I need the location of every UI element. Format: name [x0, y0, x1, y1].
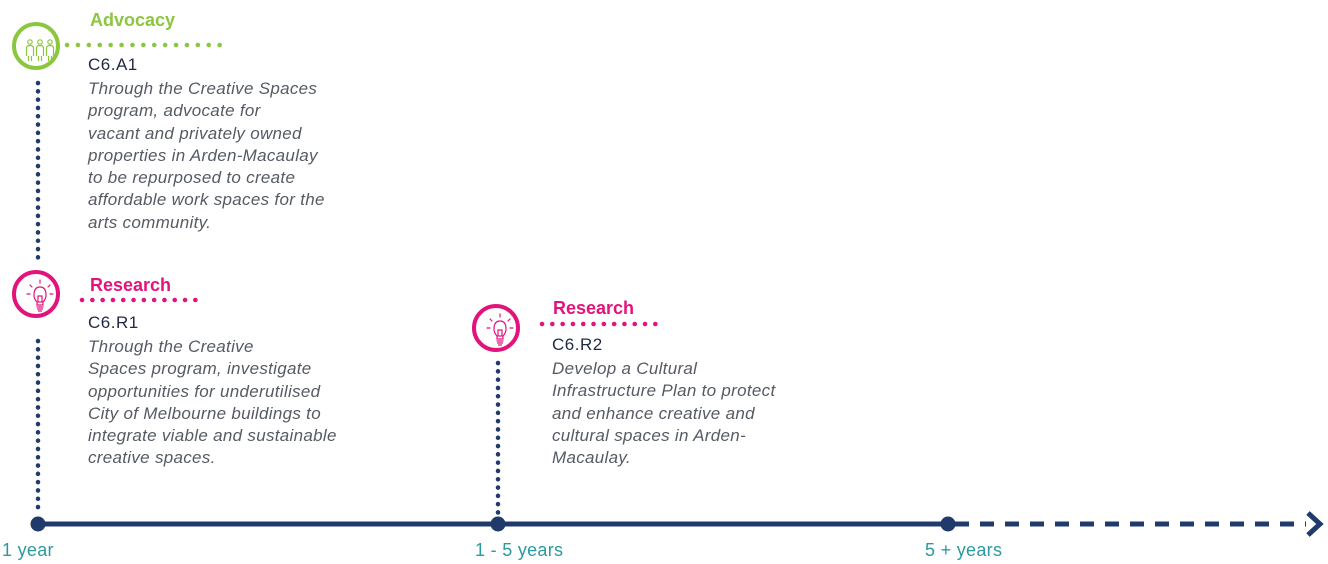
lightbulb-icon	[486, 313, 514, 346]
people-icon	[25, 39, 55, 61]
dotted-underline-research-1	[79, 297, 208, 303]
action-description-c6r2: Develop a Cultural Infrastructure Plan t…	[552, 359, 776, 468]
milestone-dot-2	[490, 516, 506, 532]
milestone-label-2: 1 - 5 years	[475, 540, 564, 560]
advocacy-badge	[12, 22, 60, 70]
category-title-advocacy: Advocacy	[90, 10, 176, 30]
milestone-label-3: 5 + years	[925, 540, 1003, 560]
category-title-research-2: Research	[553, 298, 635, 318]
action-code-c6r2: C6.R2	[552, 335, 603, 354]
action-code-c6a1: C6.A1	[88, 55, 138, 74]
dotted-underline-research-2	[539, 321, 668, 327]
research-badge-2	[472, 304, 520, 352]
research-badge-1	[12, 270, 60, 318]
lightbulb-icon	[26, 279, 54, 312]
action-code-c6r1: C6.R1	[88, 313, 139, 332]
connector-advocacy	[35, 80, 41, 265]
action-description-c6a1: Through the Creative Spaces program, adv…	[88, 79, 325, 232]
milestone-dot-1	[30, 516, 46, 532]
arrow-head-icon	[1306, 511, 1324, 537]
dotted-underline-advocacy	[64, 42, 226, 48]
milestone-label-1: 1 year	[2, 540, 54, 560]
connector-research-1	[35, 338, 41, 517]
category-title-research-1: Research	[90, 275, 172, 295]
action-description-c6r1: Through the Creative Spaces program, inv…	[88, 337, 337, 468]
connector-research-2	[495, 360, 501, 517]
milestone-dot-3	[940, 516, 956, 532]
timeline-axis	[30, 511, 1324, 537]
